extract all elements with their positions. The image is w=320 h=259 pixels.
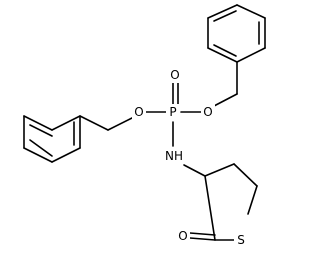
bond xyxy=(204,175,216,241)
bond xyxy=(29,139,53,157)
atom-ring-sulfur: S xyxy=(234,232,248,248)
atom-phosphorus: P xyxy=(166,104,180,120)
phenyl-ring-upper xyxy=(207,4,266,63)
bond xyxy=(207,4,238,19)
bond xyxy=(51,147,81,163)
bond xyxy=(207,47,238,63)
bond xyxy=(213,10,237,22)
atom-label: O xyxy=(134,105,143,119)
atom-label: NH xyxy=(165,149,183,163)
bond xyxy=(23,147,53,163)
bond xyxy=(107,117,133,131)
atom-amide-nitrogen: NH xyxy=(162,148,186,164)
atom-phosphoryl-oxygen: O xyxy=(168,67,182,83)
bond xyxy=(79,115,109,131)
atom-ester-oxygen-right: O xyxy=(201,104,215,120)
bond xyxy=(189,237,216,241)
thiolactone-ring xyxy=(204,163,258,241)
chemical-structure: P O O O NH S O xyxy=(23,4,266,248)
atom-label: P xyxy=(169,105,176,119)
bond xyxy=(183,164,206,177)
bond xyxy=(236,4,266,19)
phenyl-ring-left xyxy=(23,115,81,163)
atom-label: O xyxy=(203,105,212,119)
atom-label: O xyxy=(170,68,179,82)
bond xyxy=(233,163,258,187)
bond xyxy=(51,115,81,131)
atom-ester-oxygen-left: O xyxy=(132,104,146,120)
bond xyxy=(29,124,53,137)
atom-carbonyl-oxygen: O xyxy=(176,228,190,244)
bond xyxy=(23,115,53,131)
atom-label: O xyxy=(178,229,187,243)
bond xyxy=(213,93,238,107)
bond xyxy=(204,163,235,177)
bond xyxy=(189,232,216,236)
bond xyxy=(236,47,266,63)
bond xyxy=(247,185,258,215)
atom-label: S xyxy=(237,233,245,247)
bond xyxy=(213,44,237,57)
